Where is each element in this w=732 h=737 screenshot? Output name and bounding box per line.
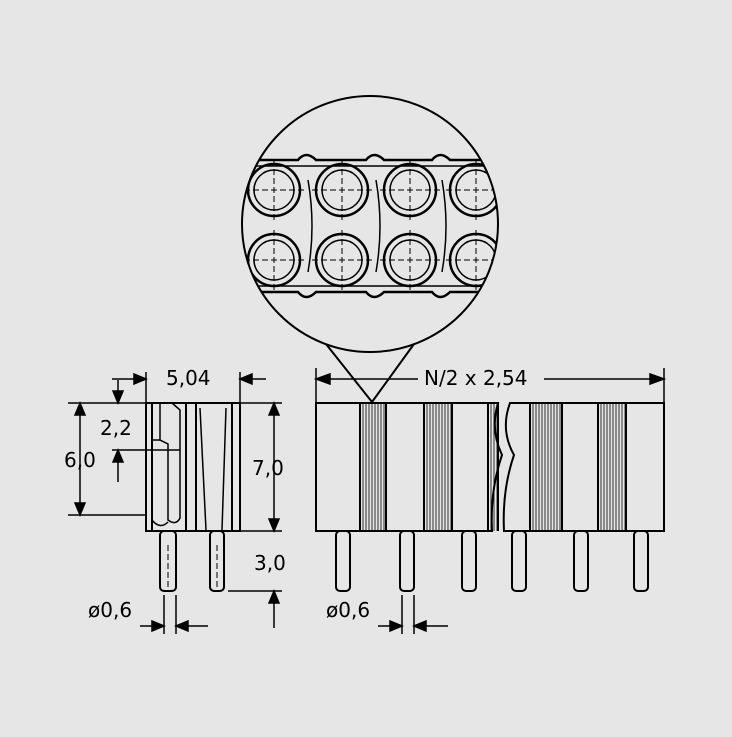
- side-view: [145, 402, 241, 592]
- dim-front-pin-diameter-label: ø0,6: [326, 598, 370, 622]
- dim-pitch-label: N/2 x 2,54: [424, 366, 528, 390]
- front-pin-6: [633, 530, 649, 592]
- side-pin-left: [159, 530, 177, 592]
- dim-height-label: 7,0: [252, 456, 284, 480]
- detail-magnifier: [241, 95, 499, 404]
- detail-outline: [242, 153, 498, 299]
- detail-holes: [244, 160, 498, 290]
- front-pin-2: [399, 530, 415, 592]
- front-view: [315, 402, 665, 592]
- dim-pin-length-label: 3,0: [254, 551, 286, 575]
- front-ribs: [359, 403, 627, 531]
- side-body: [145, 402, 241, 532]
- front-pin-1: [335, 530, 351, 592]
- front-pin-3: [461, 530, 477, 592]
- detail-circle: [241, 95, 499, 353]
- detail-contents: [242, 153, 498, 299]
- front-body-left: [315, 402, 504, 532]
- front-pin-4: [511, 530, 527, 592]
- front-body-right: [502, 402, 665, 532]
- dim-width-label: 5,04: [166, 366, 211, 390]
- dim-side-pin-diameter-label: ø0,6: [88, 598, 132, 622]
- front-pin-5: [573, 530, 589, 592]
- front-pins: [335, 530, 649, 592]
- side-pin-right: [209, 530, 225, 592]
- side-dimensions: [68, 372, 282, 634]
- front-dimensions: [313, 368, 667, 634]
- dim-upper-label: 2,2: [100, 416, 132, 440]
- dim-body-label: 6,0: [64, 448, 96, 472]
- detail-inner-outline: [242, 165, 498, 287]
